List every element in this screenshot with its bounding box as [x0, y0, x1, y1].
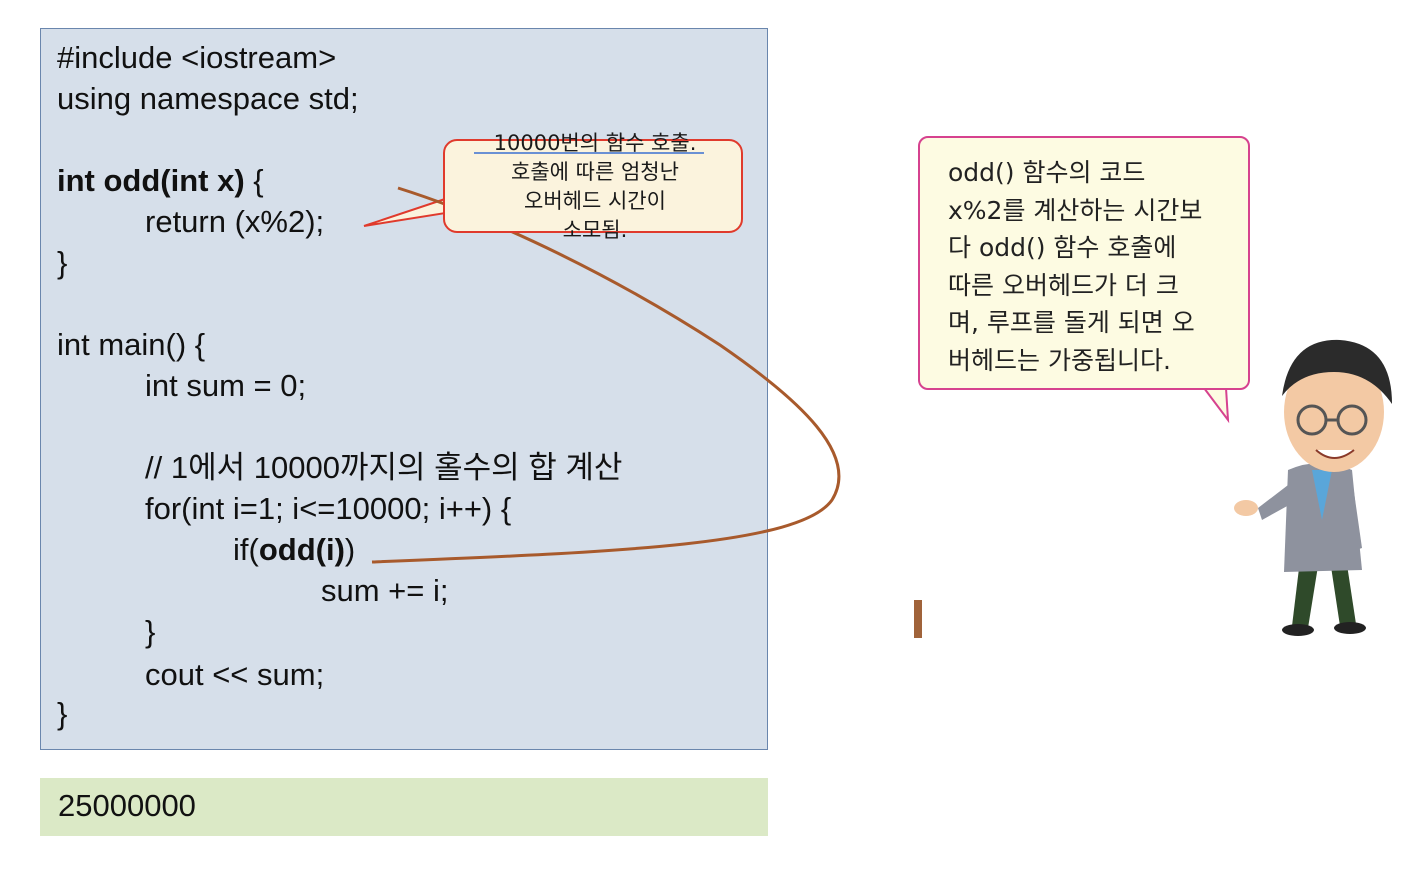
code-line-close-odd: } [57, 245, 68, 280]
code-line-using: using namespace std; [57, 81, 359, 116]
if-open: if( [233, 532, 259, 567]
code-line-return: return (x%2); [145, 204, 325, 239]
call-flow-arrow [371, 186, 841, 564]
speech-bubble: odd() 함수의 코드 x%2를 계산하는 시간보 다 odd() 함수 호출… [918, 136, 1250, 390]
text-cursor-mark [914, 600, 922, 638]
overhead-callout: 10000번의 함수 호출. 호출에 따른 엄청난 오버헤드 시간이 소모됨. [443, 131, 743, 242]
presenter-figure [1234, 339, 1392, 636]
odd-signature: int odd(int x) [57, 163, 245, 198]
code-line-for: for(int i=1; i<=10000; i++) { [145, 491, 512, 526]
odd-call: odd(i) [258, 532, 345, 567]
output-value: 25000000 [58, 788, 196, 823]
code-line-if: if(odd(i)) [233, 531, 355, 569]
code-line-close-main: } [57, 696, 68, 731]
if-close: ) [344, 532, 356, 567]
output-panel: 25000000 [40, 778, 768, 836]
code-line-comment: // 1에서 10000까지의 홀수의 합 계산 [145, 450, 623, 485]
code-line-sum-init: int sum = 0; [145, 368, 307, 403]
code-line-main: int main() { [57, 327, 206, 362]
callout-text: 10000번의 함수 호출. 호출에 따른 엄청난 오버헤드 시간이 소모됨. [445, 131, 745, 245]
callout-line-4: 소모됨. [562, 218, 628, 242]
code-line-include: #include <iostream> [57, 40, 337, 75]
code-line-odd-def: int odd(int x) { [57, 162, 264, 200]
callout-line-2: 호출에 따른 엄청난 [511, 160, 679, 184]
code-line-close-for: } [145, 614, 156, 649]
code-line-sum-add: sum += i; [321, 573, 449, 608]
code-line-cout: cout << sum; [145, 657, 325, 692]
callout-line-3: 오버헤드 시간이 [524, 189, 666, 213]
speech-bubble-text: odd() 함수의 코드 x%2를 계산하는 시간보 다 odd() 함수 호출… [948, 158, 1203, 375]
callout-line-1: 10000번의 함수 호출. [493, 131, 697, 155]
odd-brace: { [244, 163, 264, 198]
